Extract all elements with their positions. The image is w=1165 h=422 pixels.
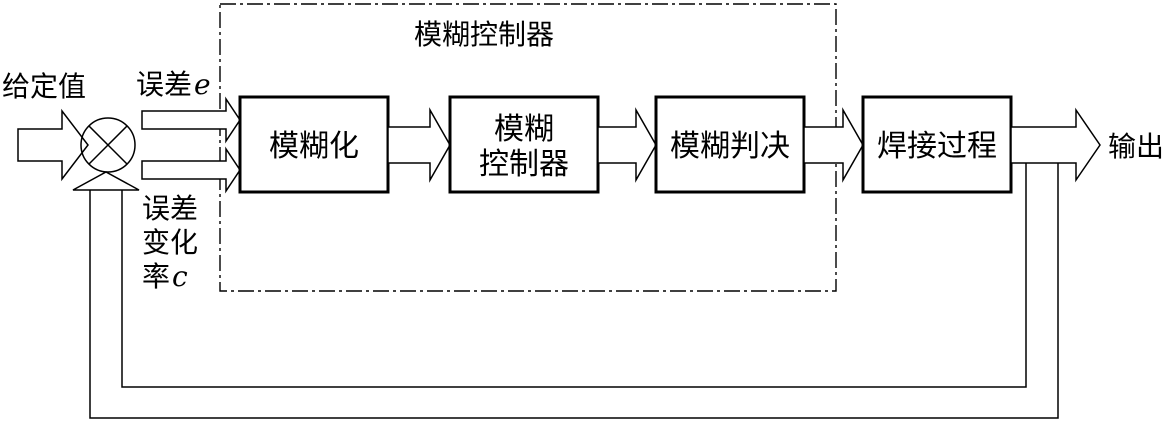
error-arrow (141, 96, 241, 144)
summing-junction (80, 117, 136, 173)
error-rate-arrow (141, 146, 241, 194)
feedback-arrowhead (72, 171, 140, 191)
setpoint-label: 给定值 (2, 70, 86, 103)
arrow-decision-to-welding (803, 107, 864, 183)
fuzzify-label: 模糊化 (269, 129, 359, 164)
welding-process-block (861, 95, 1013, 194)
fuzzy-controller-label-line1: 模糊 (494, 112, 554, 147)
arrow-fuzzify-to-controller (387, 107, 451, 183)
fuzzy-decision-block (654, 95, 806, 194)
welding-process-label: 焊接过程 (877, 129, 997, 164)
fuzzy-decision-label: 模糊判决 (670, 129, 790, 164)
output-arrow (1010, 107, 1101, 183)
error-label: 误差 (136, 68, 192, 101)
error-rate-label-line2: 变化 (142, 226, 198, 259)
fuzzy-controller-label-line2: 控制器 (479, 147, 569, 182)
error-rate-symbol: c (172, 260, 188, 293)
fuzzify-block (238, 95, 390, 194)
error-symbol: e (194, 68, 211, 101)
feedback-line-outer (89, 163, 1059, 419)
setpoint-arrow (17, 108, 89, 182)
error-rate-label-line3: 率 (142, 260, 170, 293)
arrow-controller-to-decision (597, 107, 657, 183)
output-label: 输出 (1108, 130, 1164, 163)
controller-title: 模糊控制器 (414, 18, 554, 51)
error-rate-label-line1: 误差 (142, 192, 198, 225)
feedback-line-inner (121, 163, 1027, 388)
